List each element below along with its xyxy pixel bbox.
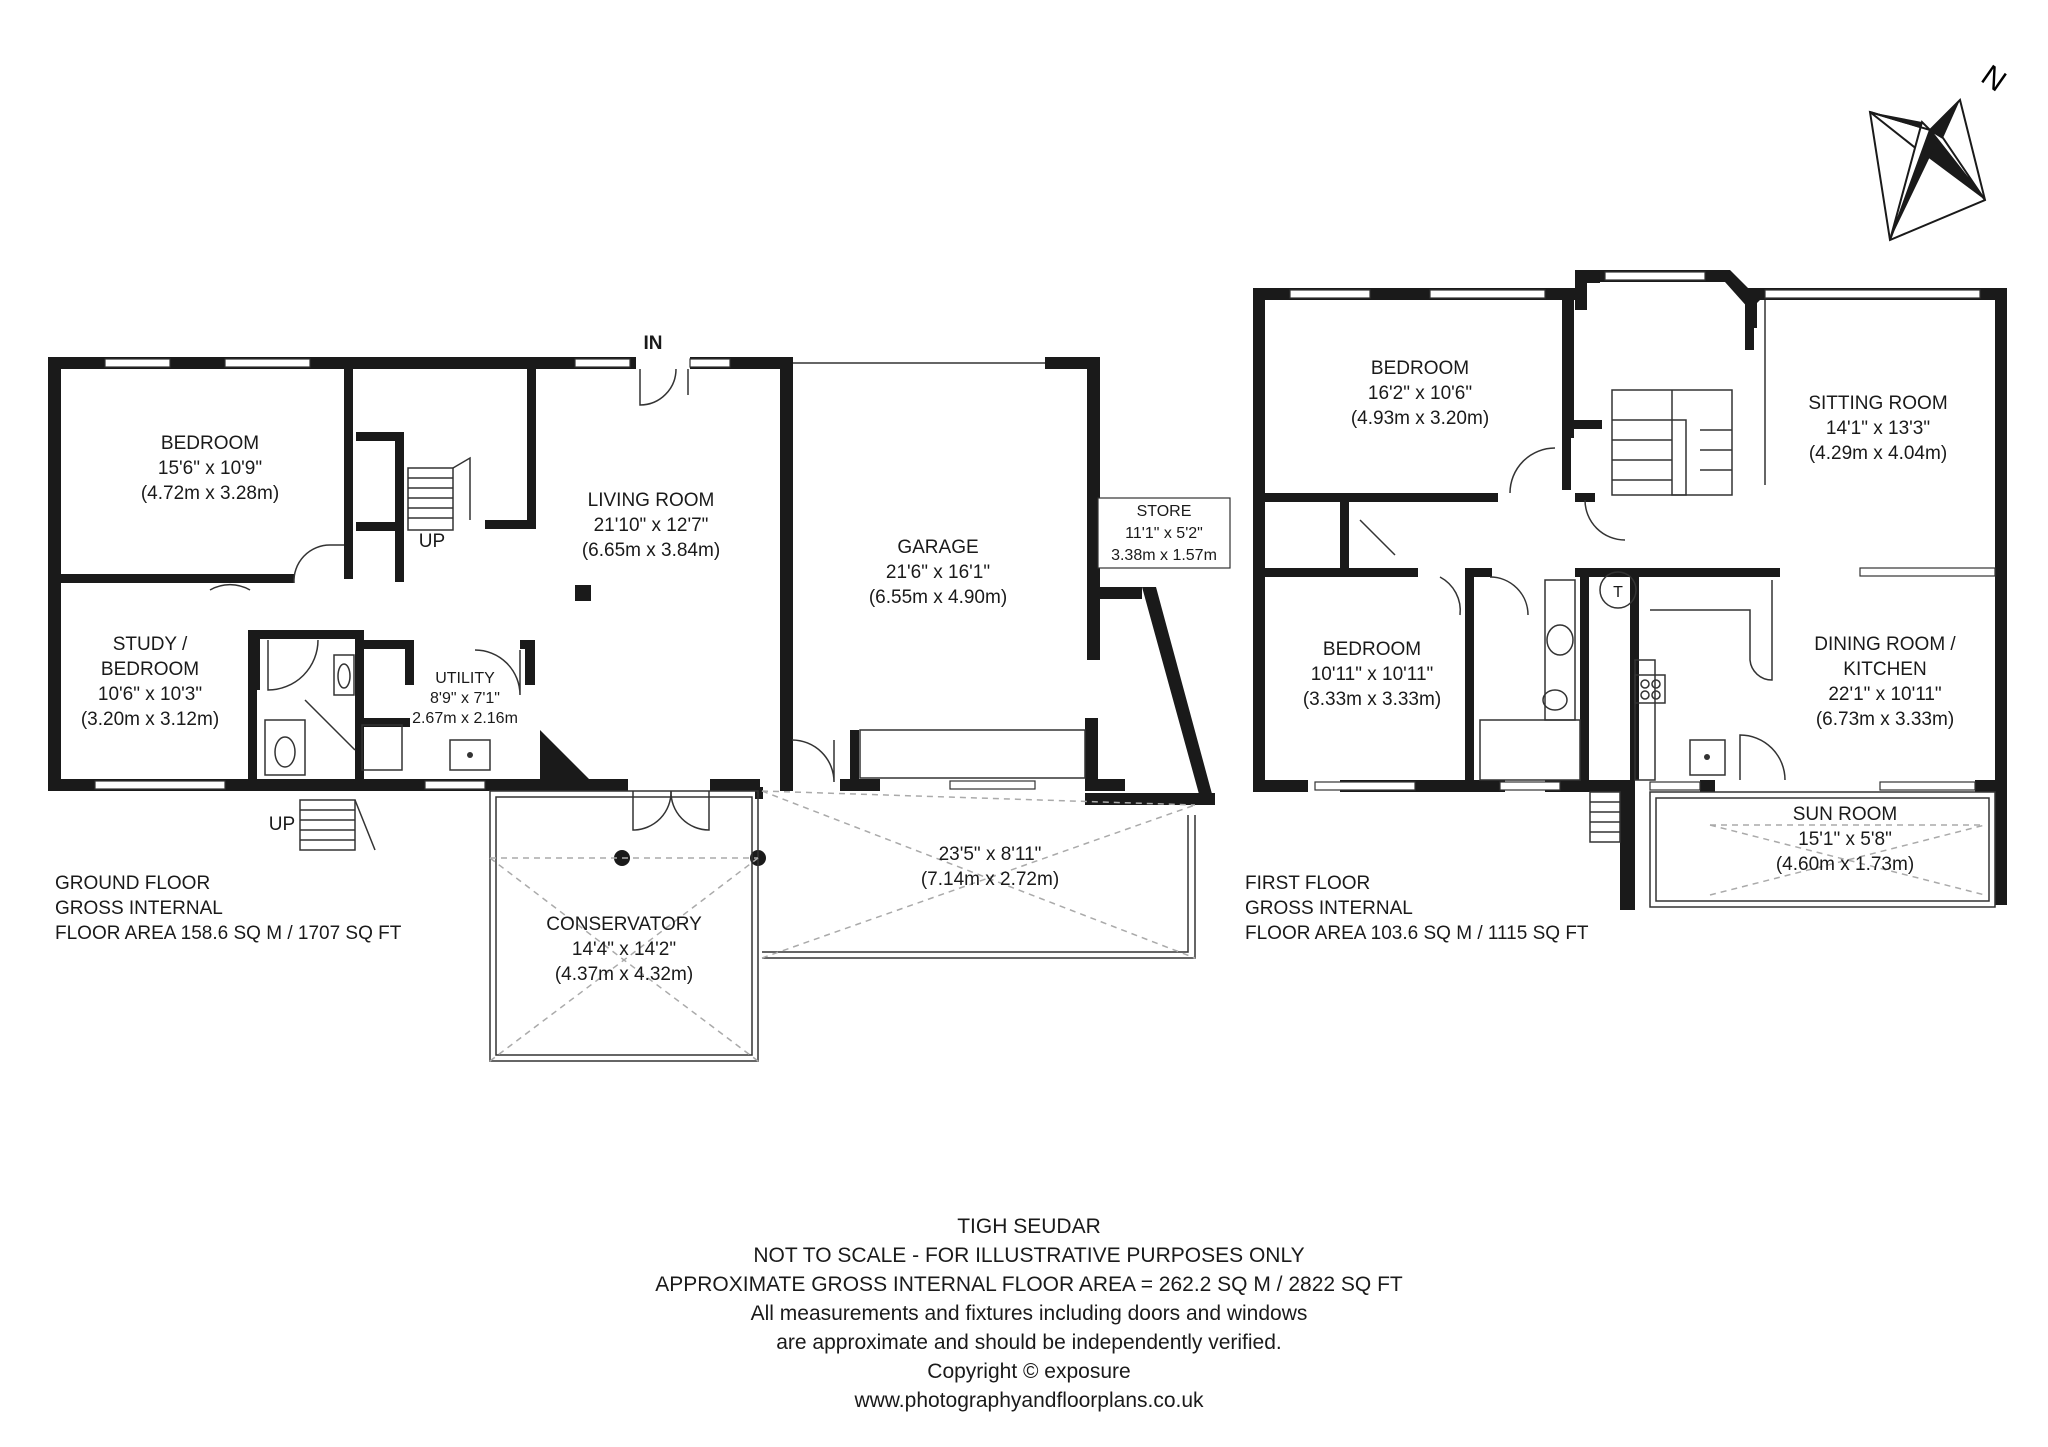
room-label-bedroom-first-1: BEDROOM 16'2" x 10'6" (4.93m x 3.20m): [1351, 358, 1489, 429]
room-name: LIVING ROOM: [588, 490, 715, 511]
room-name-line1: DINING ROOM /: [1814, 634, 1956, 655]
stair-up-label-hall: UP: [419, 531, 445, 552]
room-size-metric: (7.14m x 2.72m): [921, 869, 1059, 890]
total-area: APPROXIMATE GROSS INTERNAL FLOOR AREA = …: [655, 1273, 1403, 1296]
property-name: TIGH SEUDAR: [957, 1215, 1101, 1238]
room-size-imperial: 10'11" x 10'11": [1311, 664, 1434, 685]
room-size-imperial: 23'5" x 8'11": [939, 844, 1042, 865]
room-size-metric: (4.29m x 4.04m): [1809, 443, 1947, 464]
room-name-line2: BEDROOM: [101, 659, 199, 680]
room-size-imperial: 10'6" x 10'3": [98, 684, 202, 705]
room-size-imperial: 16'2" x 10'6": [1368, 383, 1472, 404]
room-size-metric: 2.67m x 2.16m: [412, 710, 518, 727]
room-name: GARAGE: [897, 537, 978, 558]
room-size-imperial: 22'1" x 10'11": [1828, 684, 1941, 705]
caption-line3: FLOOR AREA 158.6 SQ M / 1707 SQ FT: [55, 923, 402, 944]
stair-up-label-outside: UP: [269, 814, 295, 835]
first-floor-windows: [1289, 271, 1996, 791]
caption-line2: GROSS INTERNAL: [55, 898, 223, 919]
footer-block: TIGH SEUDAR NOT TO SCALE - FOR ILLUSTRAT…: [655, 1215, 1403, 1412]
caption-line1: FIRST FLOOR: [1245, 873, 1370, 894]
room-size-metric: (3.33m x 3.33m): [1303, 689, 1441, 710]
room-size-imperial: 15'1" x 5'8": [1798, 829, 1892, 850]
room-label-bedroom-first-2: BEDROOM 10'11" x 10'11" (3.33m x 3.33m): [1303, 639, 1441, 710]
room-size-metric: (4.72m x 3.28m): [141, 483, 279, 504]
room-size-metric: (4.93m x 3.20m): [1351, 408, 1489, 429]
room-size-imperial: 21'6" x 16'1": [886, 562, 990, 583]
room-name: STORE: [1137, 503, 1192, 520]
entrance-label: IN: [644, 333, 663, 354]
room-label-garage: GARAGE 21'6" x 16'1" (6.55m x 4.90m): [869, 537, 1007, 608]
room-name: SUN ROOM: [1793, 804, 1898, 825]
compass-rose-icon: N: [1868, 59, 2012, 242]
room-label-store: STORE 11'1" x 5'2" 3.38m x 1.57m: [1097, 497, 1231, 569]
room-size-metric: (6.73m x 3.33m): [1816, 709, 1954, 730]
room-label-living-room: LIVING ROOM 21'10" x 12'7" (6.65m x 3.84…: [582, 490, 720, 561]
room-label-carport: 23'5" x 8'11" (7.14m x 2.72m): [921, 844, 1059, 890]
room-size-metric: (4.37m x 4.32m): [555, 964, 693, 985]
compass-north-label: N: [1975, 59, 2012, 98]
room-label-sitting-room: SITTING ROOM 14'1" x 13'3" (4.29m x 4.04…: [1808, 393, 1947, 464]
room-size-metric: (6.55m x 4.90m): [869, 587, 1007, 608]
first-floor-caption: FIRST FLOOR GROSS INTERNAL FLOOR AREA 10…: [1245, 873, 1589, 944]
room-label-study: STUDY / BEDROOM 10'6" x 10'3" (3.20m x 3…: [81, 634, 219, 730]
room-name: BEDROOM: [161, 433, 259, 454]
first-floor-details: T: [1359, 300, 1996, 908]
website: www.photographyandfloorplans.co.uk: [853, 1389, 1204, 1412]
room-label-bedroom-ground: BEDROOM 15'6" x 10'9" (4.72m x 3.28m): [141, 433, 279, 504]
note-line-1: All measurements and fixtures including …: [751, 1302, 1308, 1325]
ground-floor-labels: IN UP UP BEDROOM 15'6" x 10'9" (4.72m x …: [55, 333, 1231, 985]
ground-floor-caption: GROUND FLOOR GROSS INTERNAL FLOOR AREA 1…: [55, 873, 402, 944]
room-name: BEDROOM: [1371, 358, 1469, 379]
room-name: UTILITY: [435, 670, 495, 687]
note-line-2: are approximate and should be independen…: [776, 1331, 1282, 1354]
room-size-imperial: 14'1" x 13'3": [1826, 418, 1930, 439]
ground-floor-windows: [94, 358, 1045, 790]
room-size-imperial: 21'10" x 12'7": [594, 515, 709, 536]
ground-floor-details: [209, 368, 1196, 1062]
room-size-metric: (4.60m x 1.73m): [1776, 854, 1914, 875]
room-name: CONSERVATORY: [546, 914, 702, 935]
room-size-metric: 3.38m x 1.57m: [1111, 547, 1217, 564]
room-label-sun-room: SUN ROOM 15'1" x 5'8" (4.60m x 1.73m): [1776, 804, 1914, 875]
room-name: BEDROOM: [1323, 639, 1421, 660]
room-label-dining-kitchen: DINING ROOM / KITCHEN 22'1" x 10'11" (6.…: [1814, 634, 1956, 730]
room-size-imperial: 14'4" x 14'2": [572, 939, 676, 960]
tank-label: T: [1613, 584, 1623, 601]
copyright: Copyright © exposure: [927, 1360, 1130, 1383]
room-name: SITTING ROOM: [1808, 393, 1947, 414]
room-name-line2: KITCHEN: [1843, 659, 1926, 680]
caption-line2: GROSS INTERNAL: [1245, 898, 1413, 919]
room-name-line1: STUDY /: [113, 634, 188, 655]
caption-line3: FLOOR AREA 103.6 SQ M / 1115 SQ FT: [1245, 923, 1589, 944]
room-size-imperial: 11'1" x 5'2": [1125, 525, 1203, 542]
room-size-imperial: 15'6" x 10'9": [158, 458, 262, 479]
room-label-conservatory: CONSERVATORY 14'4" x 14'2" (4.37m x 4.32…: [546, 914, 702, 985]
room-size-metric: (3.20m x 3.12m): [81, 709, 219, 730]
caption-line1: GROUND FLOOR: [55, 873, 210, 894]
room-size-imperial: 8'9" x 7'1": [430, 690, 500, 707]
first-floor-labels: BEDROOM 16'2" x 10'6" (4.93m x 3.20m) SI…: [1245, 358, 1956, 944]
room-label-utility: UTILITY 8'9" x 7'1" 2.67m x 2.16m: [412, 670, 518, 727]
room-size-metric: (6.65m x 3.84m): [582, 540, 720, 561]
disclaimer: NOT TO SCALE - FOR ILLUSTRATIVE PURPOSES…: [753, 1244, 1304, 1267]
